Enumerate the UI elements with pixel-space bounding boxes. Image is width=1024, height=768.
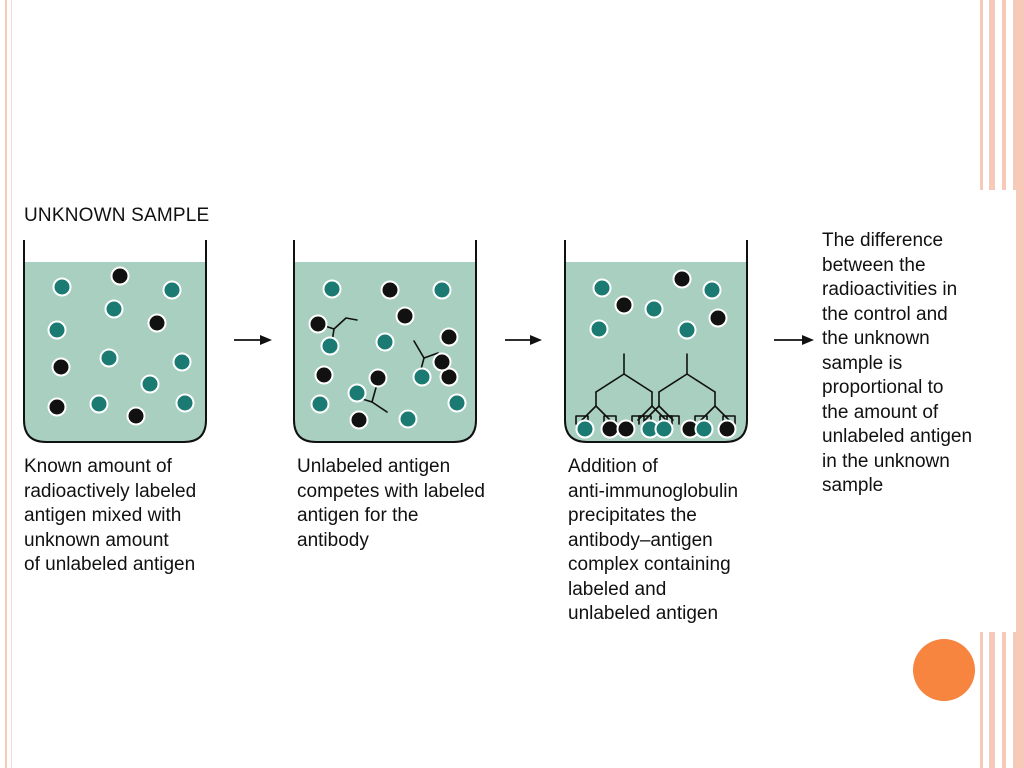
right-arrow-icon [774, 335, 814, 345]
antibody-bracket [631, 415, 645, 425]
unlabeled-antigen-dot [717, 419, 737, 439]
antibody-bracket [603, 415, 617, 425]
unlabeled-antigen-dot [314, 365, 334, 385]
step-3-caption: Addition of anti-immunoglobulin precipit… [568, 456, 739, 624]
unlabeled-antigen-dot [126, 406, 146, 426]
right-arrow-icon [505, 335, 542, 345]
labeled-antigen-dot [589, 319, 609, 339]
unlabeled-antigen-dot [308, 314, 328, 334]
right-arrow-icon [234, 335, 272, 345]
labeled-antigen-dot [162, 280, 182, 300]
labeled-antigen-dot [432, 280, 452, 300]
figure-graphics [23, 240, 814, 443]
labeled-antigen-dot [694, 419, 714, 439]
radioimmunoassay-figure: UNKNOWN SAMPLE Known amount of radioacti… [12, 190, 1016, 632]
beaker-outline [23, 240, 207, 443]
left-edge-line-thin [11, 0, 12, 768]
labeled-antigen-dot [702, 280, 722, 300]
unlabeled-antigen-dot [47, 397, 67, 417]
beaker-liquid [294, 262, 476, 442]
labeled-antigen-dot [47, 320, 67, 340]
unlabeled-antigen-dot [395, 306, 415, 326]
unlabeled-antigen-dot [51, 357, 71, 377]
beaker-outline [293, 240, 477, 443]
arrow-head [530, 335, 542, 345]
unlabeled-antigen-dot [672, 269, 692, 289]
unlabeled-antigen-dot [614, 295, 634, 315]
antibody-y-shape [321, 317, 358, 330]
antibody-bracket [722, 415, 736, 425]
labeled-antigen-dot [104, 299, 124, 319]
labeled-antigen-dot [347, 383, 367, 403]
orange-circle-decoration [913, 639, 975, 701]
unlabeled-antigen-dot [110, 266, 130, 286]
beaker-liquid [565, 262, 747, 442]
arrow-head [802, 335, 814, 345]
labeled-antigen-dot [375, 332, 395, 352]
labeled-antigen-dot [398, 409, 418, 429]
labeled-antigen-dot [592, 278, 612, 298]
unlabeled-antigen-dot [439, 367, 459, 387]
labeled-antigen-dot [322, 279, 342, 299]
labeled-antigen-dot [140, 374, 160, 394]
labeled-antigen-dot [175, 393, 195, 413]
unlabeled-antigen-dot [708, 308, 728, 328]
unlabeled-antigen-dot [368, 368, 388, 388]
labeled-antigen-dot [99, 348, 119, 368]
unlabeled-antigen-dot [616, 419, 636, 439]
conclusion-text: The difference between the radioactiviti… [822, 230, 973, 496]
unlabeled-antigen-dot [349, 410, 369, 430]
arrow-head [260, 335, 272, 345]
labeled-antigen-dot [52, 277, 72, 297]
unlabeled-antigen-dot [600, 419, 620, 439]
unlabeled-antigen-dot [147, 313, 167, 333]
labeled-antigen-dot [320, 336, 340, 356]
unlabeled-antigen-dot [432, 352, 452, 372]
unlabeled-antigen-dot [439, 327, 459, 347]
left-edge-line [5, 0, 7, 768]
beaker-step-2 [293, 240, 477, 443]
immunoglobulin-arms [595, 373, 653, 393]
labeled-antigen-dot [677, 320, 697, 340]
labeled-antigen-dot [644, 299, 664, 319]
labeled-antigen-dot [575, 419, 595, 439]
labeled-antigen-dot [412, 367, 432, 387]
labeled-antigen-dot [447, 393, 467, 413]
immunoglobulin-arms [658, 373, 716, 393]
step-2-caption: Unlabeled antigen competes with labeled … [297, 456, 485, 551]
beaker-outline [564, 240, 748, 443]
unlabeled-antigen-dot [380, 280, 400, 300]
beaker-step-3 [564, 240, 748, 443]
beaker-step-1 [23, 240, 207, 443]
labeled-antigen-dot [310, 394, 330, 414]
right-edge-line-4 [1013, 0, 1024, 768]
labeled-antigen-dot [89, 394, 109, 414]
labeled-antigen-dot [654, 419, 674, 439]
labeled-antigen-dot [172, 352, 192, 372]
figure-heading: UNKNOWN SAMPLE [24, 205, 210, 226]
step-1-caption: Known amount of radioactively labeled an… [24, 456, 197, 575]
